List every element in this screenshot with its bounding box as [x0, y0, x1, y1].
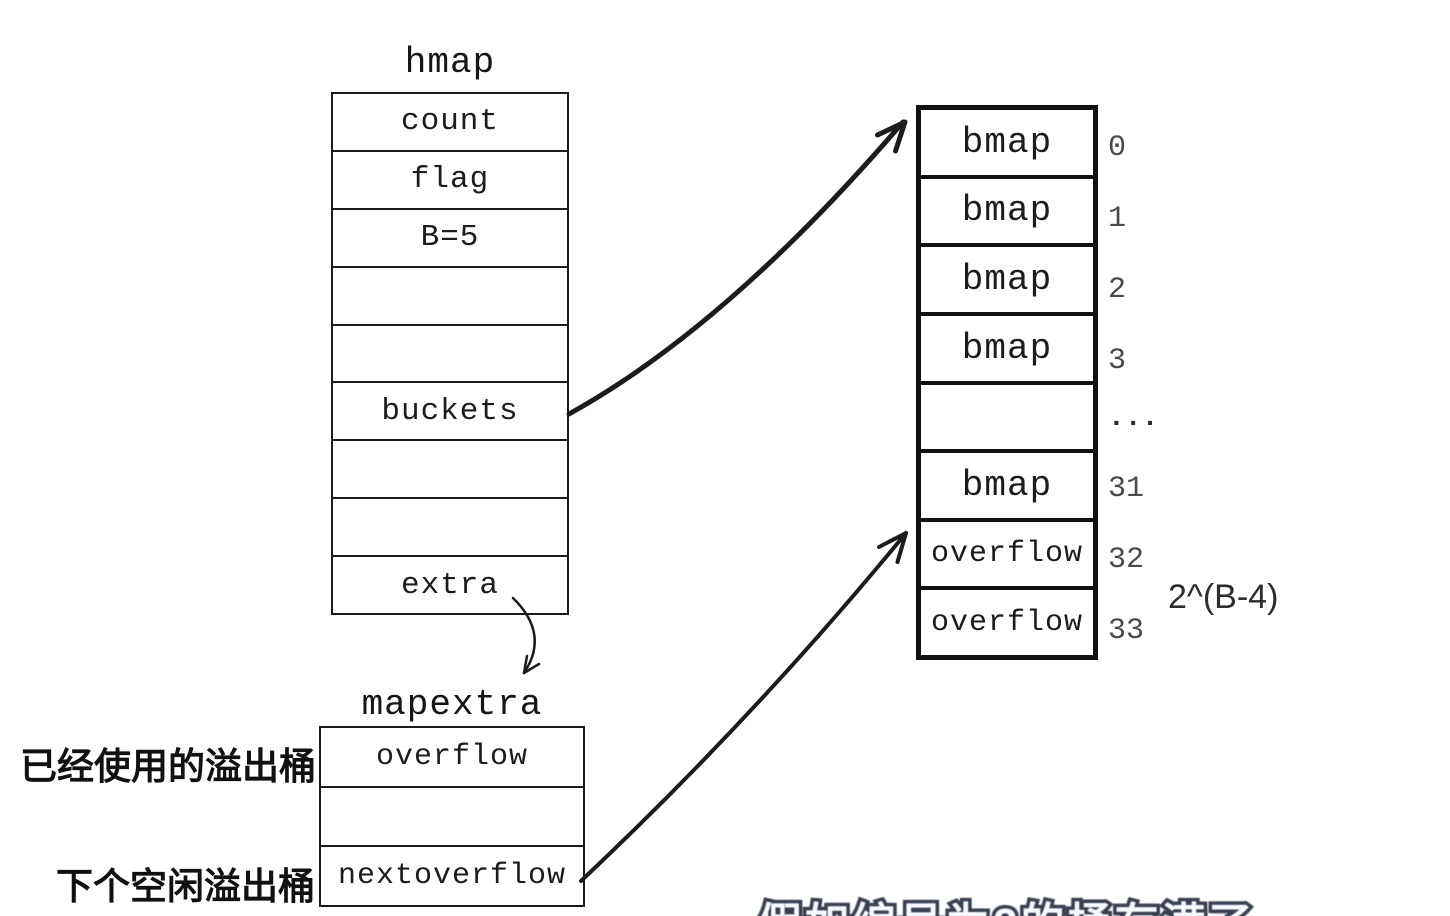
used-overflow-buckets-label: 已经使用的溢出桶	[20, 744, 316, 788]
bucket-index-ellipsis: ...	[1108, 402, 1159, 434]
overflow-bucket-row-32: overflow	[921, 522, 1093, 591]
bucket-row-1: bmap	[921, 179, 1093, 248]
hmap-field-b: B=5	[333, 210, 567, 268]
bucket-index-column: 0 1 2 3 ... 31 32 33	[1108, 105, 1178, 660]
hmap-field-empty-3	[333, 441, 567, 500]
hmap-title: hmap	[404, 42, 496, 83]
bucket-row-3: bmap	[921, 316, 1093, 385]
hmap-field-empty-4	[333, 499, 567, 558]
bucket-index-3: 3	[1108, 343, 1127, 378]
hmap-field-extra: extra	[400, 567, 499, 603]
overflow-bucket-row-33: overflow	[930, 605, 1084, 640]
bucket-index-2: 2	[1108, 272, 1127, 307]
bucket-row-0: bmap	[921, 110, 1093, 179]
bucket-index-31: 31	[1108, 472, 1145, 507]
hmap-field-buckets: buckets	[333, 383, 567, 442]
mapextra-field-overflow: overflow	[321, 728, 583, 788]
mapextra-field-nextoverflow: nextoverflow	[337, 859, 567, 894]
bucket-row-31: bmap	[921, 453, 1093, 522]
bucket-index-1: 1	[1108, 201, 1127, 236]
bucket-index-32: 32	[1108, 543, 1145, 578]
bucket-array-size-annotation: 2^(B-4)	[1168, 578, 1279, 616]
mapextra-field-empty	[321, 788, 583, 848]
subtitle-caption: 假如编号为2的桶存满了	[754, 888, 1255, 916]
bucket-index-0: 0	[1108, 130, 1127, 165]
nextoverflow-to-free-overflow-bucket-arrow	[579, 531, 908, 883]
hmap-field-flag: flag	[333, 152, 567, 210]
mapextra-title: mapextra	[361, 684, 543, 725]
hmap-field-empty-1	[333, 268, 567, 326]
hmap-struct: count flag B=5 buckets extra	[331, 92, 569, 615]
buckets-to-bucket-array-arrow	[566, 119, 908, 417]
hmap-field-count: count	[333, 94, 567, 152]
bucket-row-2: bmap	[921, 247, 1093, 316]
hmap-field-empty-2	[333, 326, 567, 384]
bucket-array: bmap bmap bmap bmap bmap overflow overfl…	[916, 105, 1098, 660]
bucket-index-33: 33	[1108, 614, 1145, 649]
bucket-row-ellipsis	[921, 385, 1093, 454]
next-free-overflow-bucket-label: 下个空闲溢出桶	[56, 864, 315, 908]
mapextra-struct: overflow nextoverflow	[319, 726, 585, 907]
